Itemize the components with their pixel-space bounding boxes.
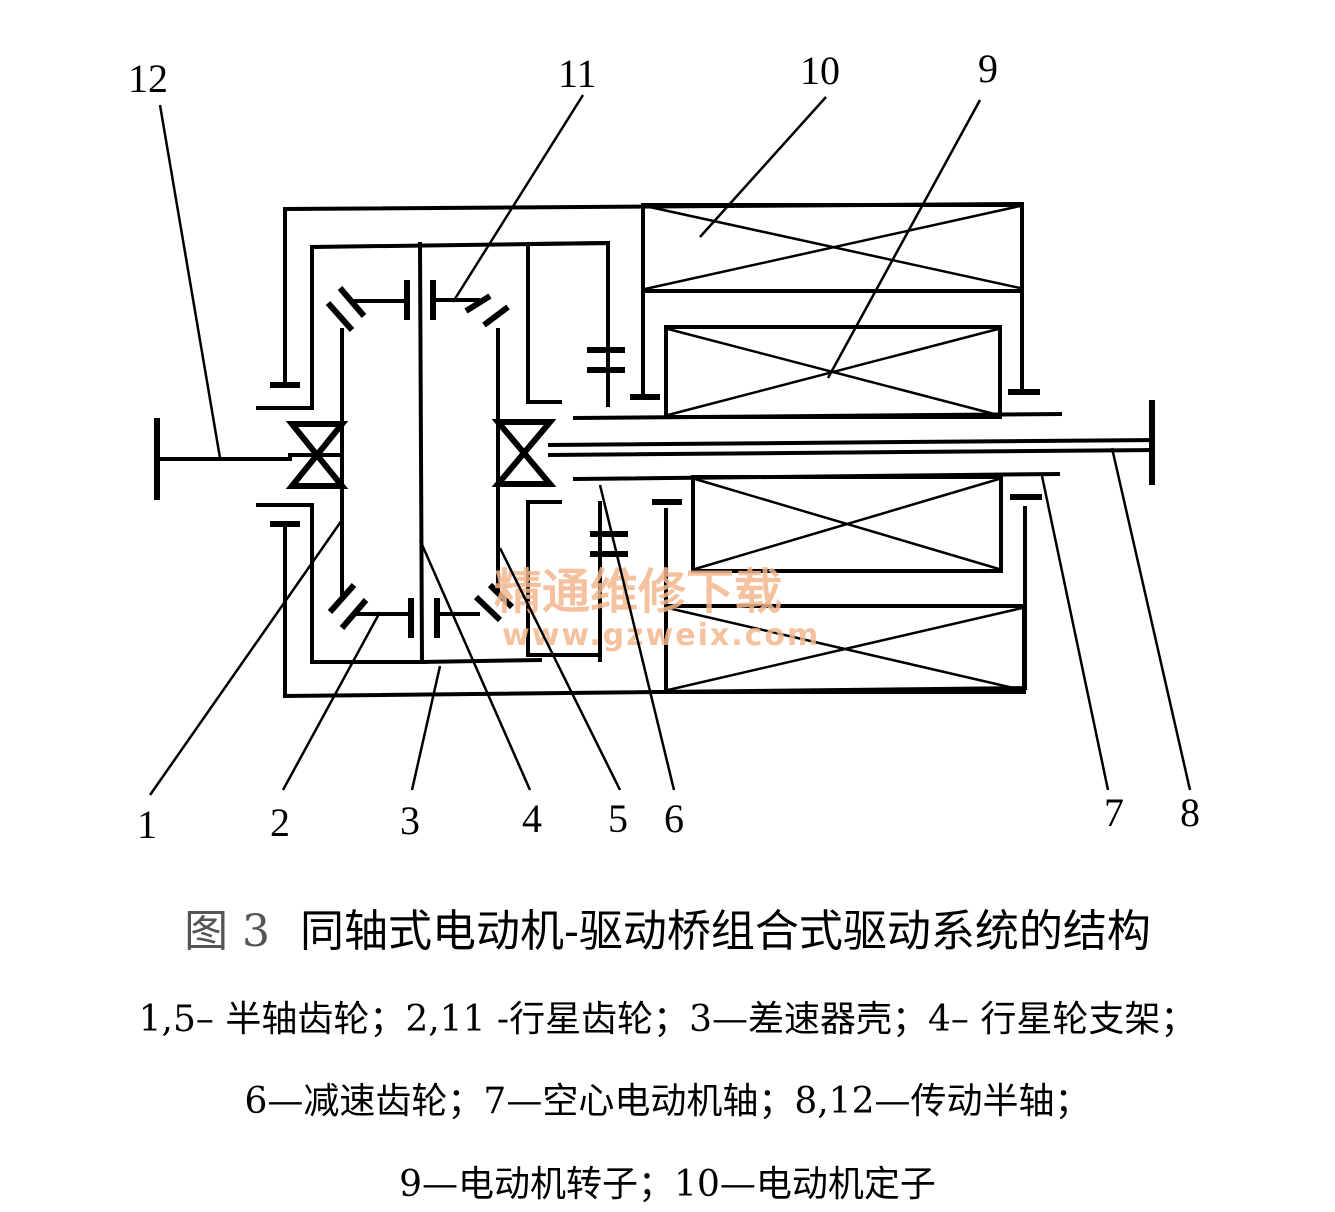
planet-carrier	[417, 241, 543, 665]
callout-10: 10	[800, 48, 840, 93]
callout-7: 7	[1104, 790, 1124, 835]
side-gear-left	[325, 286, 369, 630]
watermark-text: 精通维修下载	[494, 564, 782, 620]
figure-title: 同轴式电动机-驱动桥组合式驱动系统的结构	[300, 906, 1151, 957]
reduction-gear	[525, 240, 628, 662]
legend-line-1: 1,5– 半轴齿轮；2,11 -行星齿轮；3—差速器壳；4– 行星轮支架；	[138, 999, 1197, 1040]
planet-gear-top	[354, 280, 480, 320]
left-half-shaft	[154, 418, 292, 500]
leader-lines	[148, 94, 1192, 796]
callout-6: 6	[664, 796, 684, 841]
callout-4: 4	[522, 796, 542, 841]
planet-gear-bottom	[356, 598, 480, 638]
figure-caption-title: 图 3 同轴式电动机-驱动桥组合式驱动系统的结构	[0, 895, 1335, 959]
drive-system-diagram: 精通维修下载 www.gzweix.com 12 11 10 9 1 2 3 4…	[128, 46, 1200, 847]
legend-line-3: 9—电动机转子；10—电动机定子	[399, 1164, 936, 1205]
callout-12: 12	[128, 56, 168, 101]
figure-number: 图 3	[184, 906, 271, 957]
legend-line-2: 6—减速齿轮；7—空心电动机轴；8,12—传动半轴；	[244, 1081, 1091, 1122]
callout-2: 2	[270, 800, 290, 845]
right-bearing	[491, 419, 557, 487]
callout-5: 5	[608, 796, 628, 841]
right-half-shaft	[547, 400, 1155, 485]
callout-9: 9	[978, 46, 998, 91]
watermark-url: www.gzweix.com	[502, 618, 820, 653]
motor-rotor	[664, 325, 1003, 573]
hollow-motor-shaft	[572, 411, 1063, 482]
callout-1: 1	[137, 802, 157, 847]
left-bearing	[285, 421, 349, 489]
side-gear-right	[464, 293, 515, 623]
callout-11: 11	[558, 51, 597, 96]
motor-stator	[630, 203, 1026, 694]
callout-8: 8	[1180, 790, 1200, 835]
callout-3: 3	[400, 798, 420, 843]
